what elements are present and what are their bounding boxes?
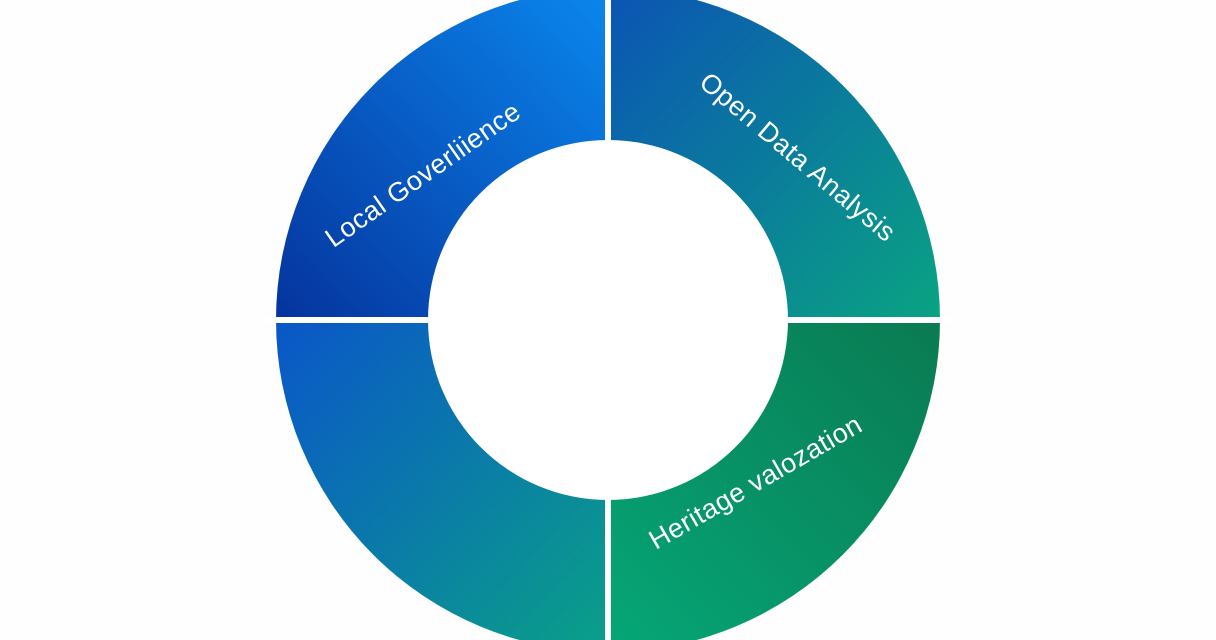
segment-unlabeled — [276, 320, 608, 640]
segment-open-data-analysis — [608, 0, 940, 320]
ring-center — [430, 142, 786, 498]
segment-local-governance — [276, 0, 608, 320]
segment-heritage-valorization — [608, 320, 940, 640]
